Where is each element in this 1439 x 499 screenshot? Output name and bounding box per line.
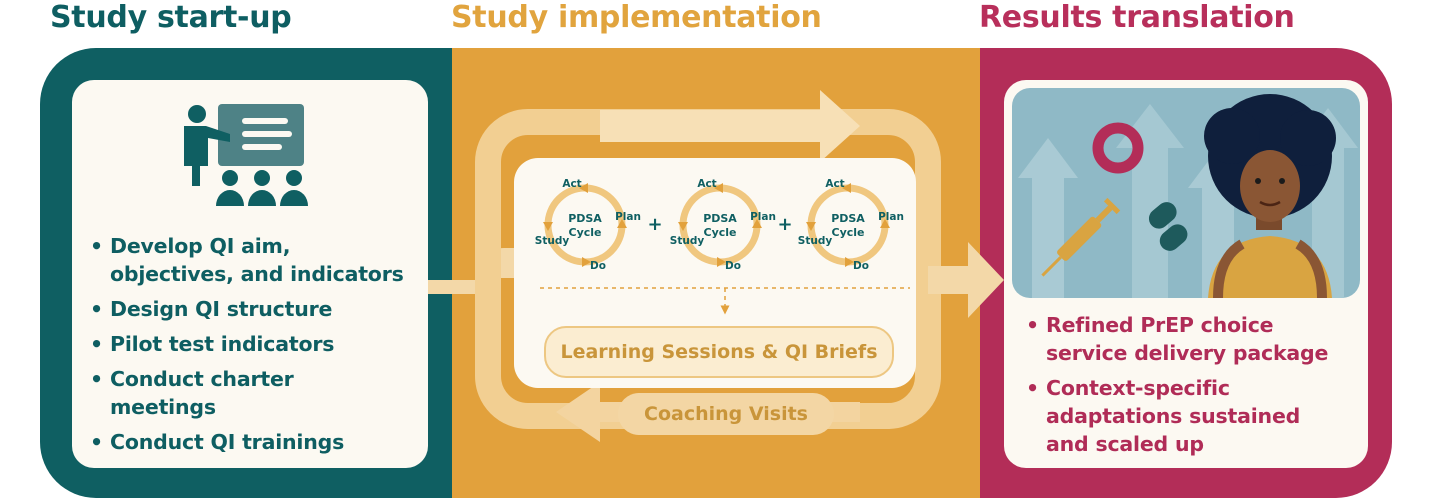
pdsa-cycle-3: PDSA Cycle Act Plan Do Study [798, 178, 904, 272]
svg-text:Cycle: Cycle [832, 226, 865, 239]
svg-text:Do: Do [725, 260, 741, 272]
svg-text:Cycle: Cycle [569, 226, 602, 239]
svg-text:+: + [647, 214, 662, 235]
forward-arrow [600, 90, 860, 162]
pdsa-cycle-1: PDSA Cycle Act Plan Do Study [535, 178, 641, 272]
coaching-visits-pill: Coaching Visits [618, 393, 834, 435]
learning-sessions-pill: Learning Sessions & QI Briefs [544, 326, 894, 378]
connector-arrow-left [428, 248, 516, 294]
translation-heading: Results translation [979, 0, 1295, 35]
implementation-heading: Study implementation [451, 0, 822, 35]
svg-text:PDSA: PDSA [831, 212, 865, 225]
svg-text:PDSA: PDSA [568, 212, 602, 225]
svg-text:Study: Study [798, 235, 833, 247]
list-item: •Pilot test indicators [90, 332, 335, 356]
svg-text:Plan: Plan [615, 211, 641, 223]
svg-text:Study: Study [670, 235, 705, 247]
pdsa-cycle-2: PDSA Cycle Act Plan Do Study [670, 178, 776, 272]
list-item: •Develop QI aim,objectives, and indicato… [90, 234, 404, 286]
svg-text:Act: Act [562, 178, 581, 190]
svg-text:Study: Study [535, 235, 570, 247]
svg-text:Do: Do [590, 260, 606, 272]
woman-with-prep-options-illustration [1012, 88, 1360, 298]
list-item: •Conduct QI trainings [90, 430, 345, 454]
startup-heading: Study start-up [50, 0, 292, 35]
svg-text:+: + [777, 214, 792, 235]
presenter-classroom-icon [184, 104, 308, 206]
svg-text:Plan: Plan [878, 211, 904, 223]
svg-text:PDSA: PDSA [703, 212, 737, 225]
list-item: •Design QI structure [90, 297, 333, 321]
svg-text:Do: Do [853, 260, 869, 272]
connector-arrow-right [928, 242, 1004, 318]
svg-text:Act: Act [825, 178, 844, 190]
translation-card [1004, 80, 1368, 468]
svg-text:Act: Act [697, 178, 716, 190]
svg-text:Plan: Plan [750, 211, 776, 223]
startup-activity-list: •Develop QI aim,objectives, and indicato… [88, 232, 428, 463]
svg-text:Cycle: Cycle [704, 226, 737, 239]
